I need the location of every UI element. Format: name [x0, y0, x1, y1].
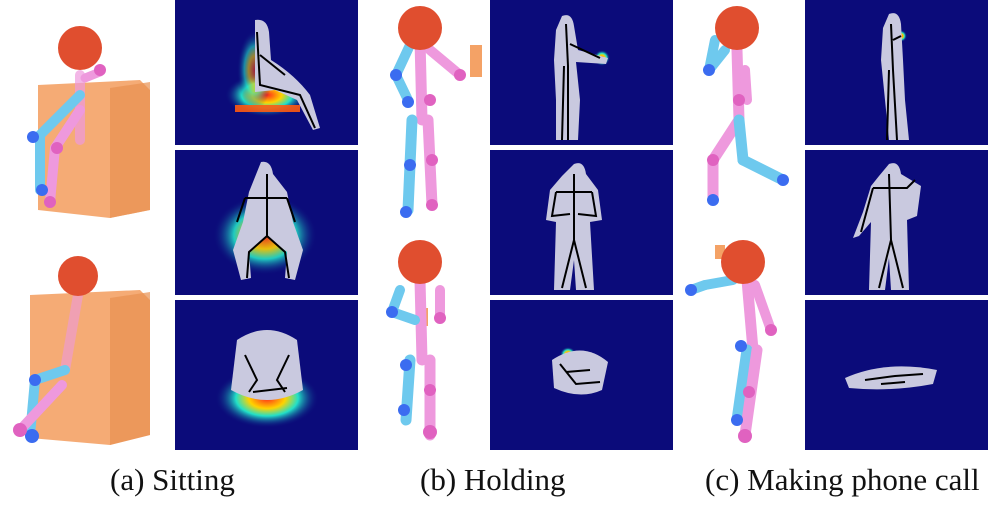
- caption-sitting: (a) Sitting: [110, 462, 235, 498]
- head-marker: [58, 26, 102, 70]
- phonecall-heatmap-front: [805, 150, 988, 295]
- sitting-skeleton-top: [0, 0, 170, 230]
- head-marker: [58, 256, 98, 296]
- phonecall-heatmap-side: [805, 0, 988, 145]
- phonecall-skeleton-bottom: [685, 240, 805, 455]
- phonecall-heatmap-top: [805, 300, 988, 450]
- caption-holding: (b) Holding: [420, 462, 566, 498]
- holding-skeleton-top: [370, 0, 490, 230]
- holding-heatmap-side: [490, 0, 673, 145]
- holding-heatmap-top: [490, 300, 673, 450]
- holding-skeleton-bottom: [370, 240, 490, 455]
- held-object: [470, 45, 482, 77]
- sitting-heatmap-side: [175, 0, 358, 145]
- phonecall-skeleton-top: [685, 0, 805, 230]
- sitting-heatmap-top: [175, 300, 358, 450]
- caption-phone-call: (c) Making phone call: [705, 462, 980, 498]
- holding-heatmap-front: [490, 150, 673, 295]
- sitting-skeleton-bottom: [0, 240, 170, 455]
- sitting-heatmap-front: [175, 150, 358, 295]
